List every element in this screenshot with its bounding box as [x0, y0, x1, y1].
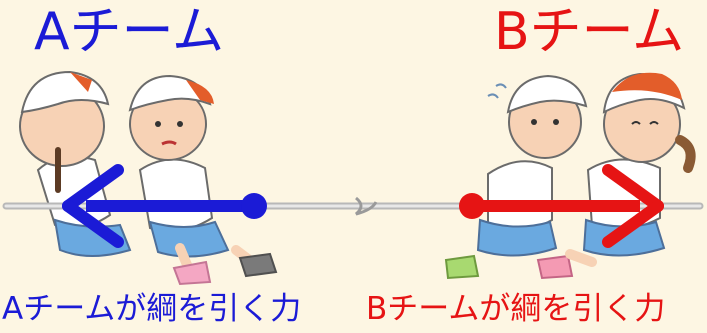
team-b-title: Bチーム [494, 2, 685, 62]
force-arrow-b [459, 164, 664, 248]
team-a-children [19, 70, 278, 286]
team-a-child-1 [19, 70, 132, 257]
team-b-children [444, 72, 696, 280]
team-a-child-2 [128, 74, 278, 286]
team-a-title: Aチーム [34, 2, 225, 62]
team-a-force-label: Aチームが綱を引く力 [2, 291, 302, 327]
team-b-child-1 [444, 74, 588, 280]
force-arrow-a-origin [241, 193, 267, 219]
force-arrow-a [62, 164, 267, 248]
team-b-force-label: Bチームが綱を引く力 [366, 291, 666, 327]
force-arrow-b-origin [459, 193, 485, 219]
rope-center-marker [355, 196, 378, 216]
